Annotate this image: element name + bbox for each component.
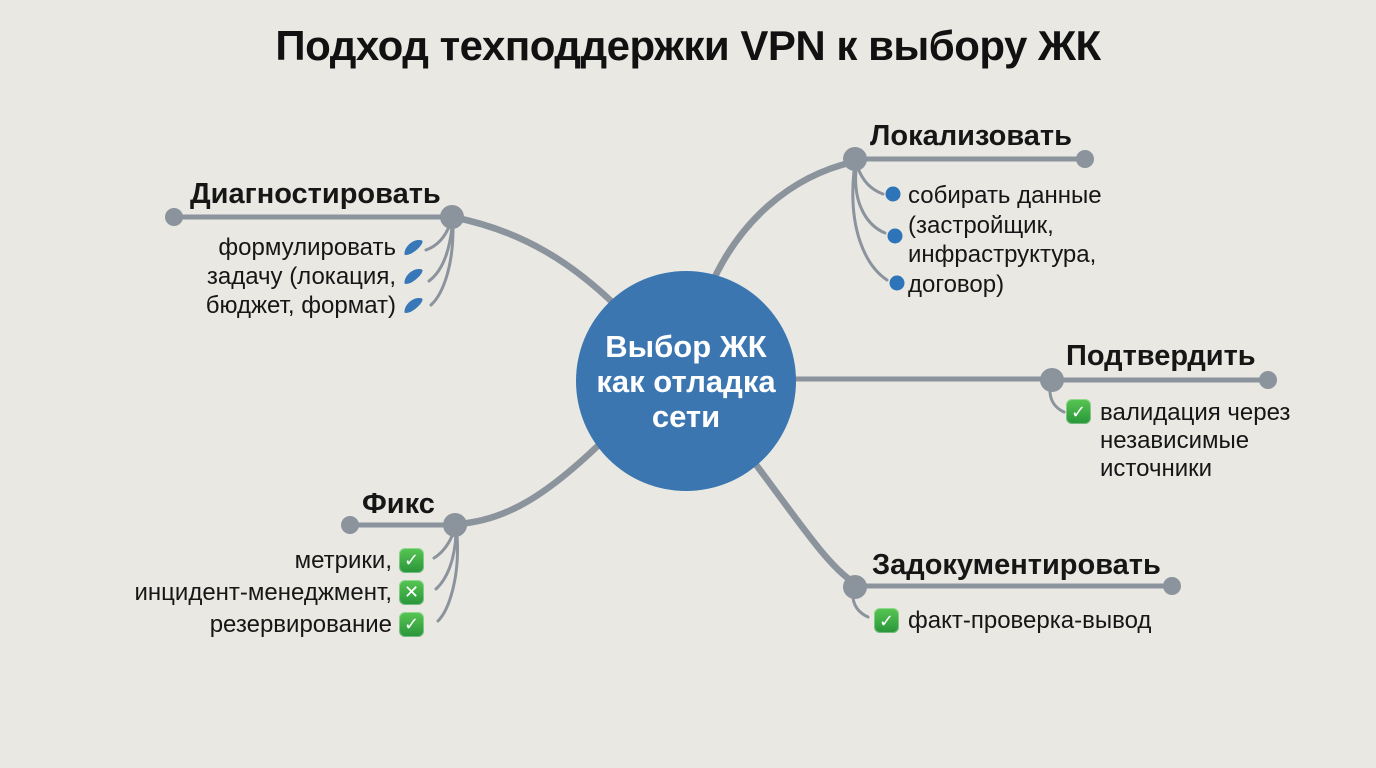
diagnose-item-text: задачу (локация, xyxy=(206,263,396,290)
cross-glyph: ✕ xyxy=(403,582,420,602)
fix-item-text: резервирование xyxy=(209,610,392,638)
fix-node-dot xyxy=(443,513,467,537)
list-item: метрики, ✓ xyxy=(100,544,424,576)
central-node: Выбор ЖК как отладка сети xyxy=(576,271,796,491)
list-item: формулировать xyxy=(120,233,424,262)
fix-item-text: метрики, xyxy=(294,546,392,574)
list-item: инцидент-менеджмент, ✕ xyxy=(100,576,424,608)
diagnose-twig-3 xyxy=(429,227,455,307)
document-end-dot xyxy=(1163,577,1181,595)
diagnose-node-dot xyxy=(440,205,464,229)
check-glyph: ✓ xyxy=(403,550,420,570)
bullet-dot-icon xyxy=(885,186,901,202)
diagnose-item-text: бюджет, формат) xyxy=(205,292,396,319)
diagnose-trunk-curve xyxy=(448,213,634,324)
localize-node-dot xyxy=(843,147,867,171)
localize-twig-1 xyxy=(856,166,885,196)
check-square-icon: ✓ xyxy=(399,611,424,637)
branch-label-fix: Фикс xyxy=(362,488,435,520)
pen-icon xyxy=(404,297,423,313)
confirm-node-dot xyxy=(1040,368,1064,392)
document-item-text: факт-проверка-вывод xyxy=(908,607,1152,634)
check-glyph: ✓ xyxy=(403,614,420,634)
document-trunk-curve xyxy=(741,446,857,586)
branch-label-confirm: Подтвердить xyxy=(1066,340,1256,372)
branch-label-diagnose: Диагностировать xyxy=(190,178,441,210)
cross-square-icon: ✕ xyxy=(399,579,424,605)
localize-end-dot xyxy=(1076,150,1094,168)
localize-twig-3 xyxy=(851,169,889,282)
fix-twig-2 xyxy=(434,531,458,591)
list-item: бюджет, формат) xyxy=(120,291,424,320)
diagnose-end-dot xyxy=(165,208,183,226)
check-square-icon: ✓ xyxy=(1066,399,1091,424)
diagnose-item-text: формулировать xyxy=(218,234,396,261)
bullet-dot-icon xyxy=(889,275,905,291)
diagnose-twig-2 xyxy=(427,225,454,283)
localize-trunk-curve xyxy=(704,158,857,296)
fix-trunk-curve xyxy=(453,428,616,528)
central-node-label: Выбор ЖК как отладка сети xyxy=(596,328,776,434)
document-item: ✓ факт-проверка-вывод xyxy=(874,606,1151,635)
pen-icon xyxy=(404,268,423,284)
document-node-dot xyxy=(843,575,867,599)
check-glyph: ✓ xyxy=(1070,401,1087,422)
confirm-item-text: валидация через независимые источники xyxy=(1100,399,1291,482)
diagnose-twig-1 xyxy=(424,222,452,252)
branch-label-localize: Локализовать xyxy=(870,120,1072,152)
fix-end-dot xyxy=(341,516,359,534)
diagnose-items: формулировать задачу (локация, бюджет, ф… xyxy=(120,233,424,320)
check-square-icon: ✓ xyxy=(874,608,899,633)
list-item: резервирование ✓ xyxy=(100,608,424,640)
check-glyph: ✓ xyxy=(878,610,895,631)
branch-label-document: Задокументировать xyxy=(872,549,1161,581)
confirm-item: ✓ валидация через независимые источники xyxy=(1066,399,1290,483)
pen-icon xyxy=(404,239,423,255)
list-item: задачу (локация, xyxy=(120,262,424,291)
fix-item-text: инцидент-менеджмент, xyxy=(134,578,392,606)
page-title: Подход техподдержки VPN к выбору ЖК xyxy=(275,22,1101,69)
confirm-end-dot xyxy=(1259,371,1277,389)
bullet-dot-icon xyxy=(887,228,903,244)
check-square-icon: ✓ xyxy=(399,547,424,573)
localize-twig-2 xyxy=(854,168,887,235)
fix-twig-3 xyxy=(436,533,459,623)
fix-items: метрики, ✓ инцидент-менеджмент, ✕ резерв… xyxy=(100,544,424,640)
localize-item-text: собирать данные (застройщик, инфраструкт… xyxy=(908,182,1102,298)
